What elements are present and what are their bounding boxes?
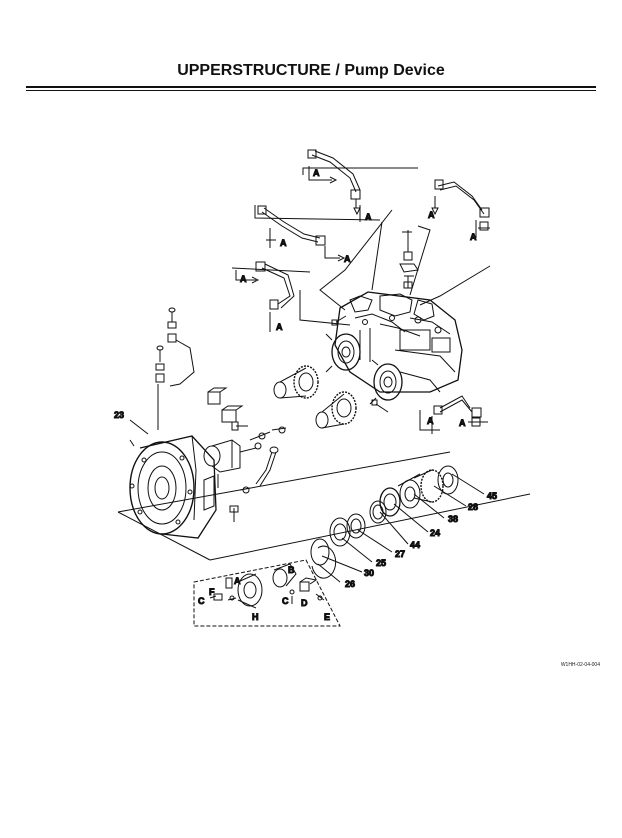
gear-28 xyxy=(413,469,444,503)
hose-with-fittings xyxy=(229,446,279,522)
figure-code: W1HH-02-04-004 xyxy=(560,662,600,668)
callout-27: 27 xyxy=(395,549,405,559)
pilot-hose-left xyxy=(257,205,346,262)
pilot-hose-mid-left xyxy=(235,261,295,332)
flywheel-housing xyxy=(129,435,217,539)
letter-a: A xyxy=(280,238,287,248)
letter-a: A xyxy=(234,576,241,586)
solenoid-valve xyxy=(203,439,262,488)
callout-25: 25 xyxy=(376,558,386,568)
callout-45: 45 xyxy=(487,491,497,501)
spacer-27 xyxy=(346,513,366,539)
pilot-hose-top-right xyxy=(431,179,490,238)
coupling-detail-box xyxy=(193,559,341,627)
callout-44: 44 xyxy=(410,540,420,550)
small-parts-mid-left xyxy=(207,387,287,441)
bearing-24 xyxy=(379,487,401,517)
letter-f: F xyxy=(209,587,215,597)
ring-30 xyxy=(310,538,330,566)
callout-24: 24 xyxy=(430,528,440,538)
seal-25 xyxy=(329,517,351,547)
pump-gear-lower xyxy=(315,391,357,429)
shaft-38 xyxy=(397,473,421,509)
letter-e: E xyxy=(324,612,330,622)
letter-a: A xyxy=(427,416,434,426)
letter-b: B xyxy=(288,565,295,575)
callout-23: 23 xyxy=(114,410,124,420)
letter-c: C xyxy=(282,596,289,606)
title-rule-bottom xyxy=(26,90,596,91)
letter-h: H xyxy=(252,612,259,622)
page-title: UPPERSTRUCTURE / Pump Device xyxy=(177,62,445,79)
letter-a: A xyxy=(276,322,283,332)
letter-a: A xyxy=(459,418,466,428)
letter-a: A xyxy=(428,210,435,220)
ring-44 xyxy=(369,500,387,524)
letter-a: A xyxy=(470,232,477,242)
callout-30: 30 xyxy=(364,568,374,578)
main-pump-body xyxy=(325,291,463,405)
letter-c: C xyxy=(198,596,205,606)
right-hose-fitting xyxy=(419,395,488,434)
pump-gear-upper xyxy=(273,365,319,399)
letter-d: D xyxy=(301,598,308,608)
title-rule-top xyxy=(26,86,596,88)
left-sensor-harness xyxy=(155,307,195,430)
snap-ring-26 xyxy=(311,545,337,579)
pump-bolts xyxy=(331,230,419,413)
letter-a: A xyxy=(365,212,372,222)
callout-26: 26 xyxy=(345,579,355,589)
callout-38: 38 xyxy=(448,514,458,524)
pilot-hose-top-center xyxy=(307,149,361,216)
letter-a: A xyxy=(240,274,247,284)
callout-28: 28 xyxy=(468,502,478,512)
letter-a: A xyxy=(313,168,320,178)
letter-a: A xyxy=(344,254,351,264)
shaft-gear-45 xyxy=(437,465,459,495)
